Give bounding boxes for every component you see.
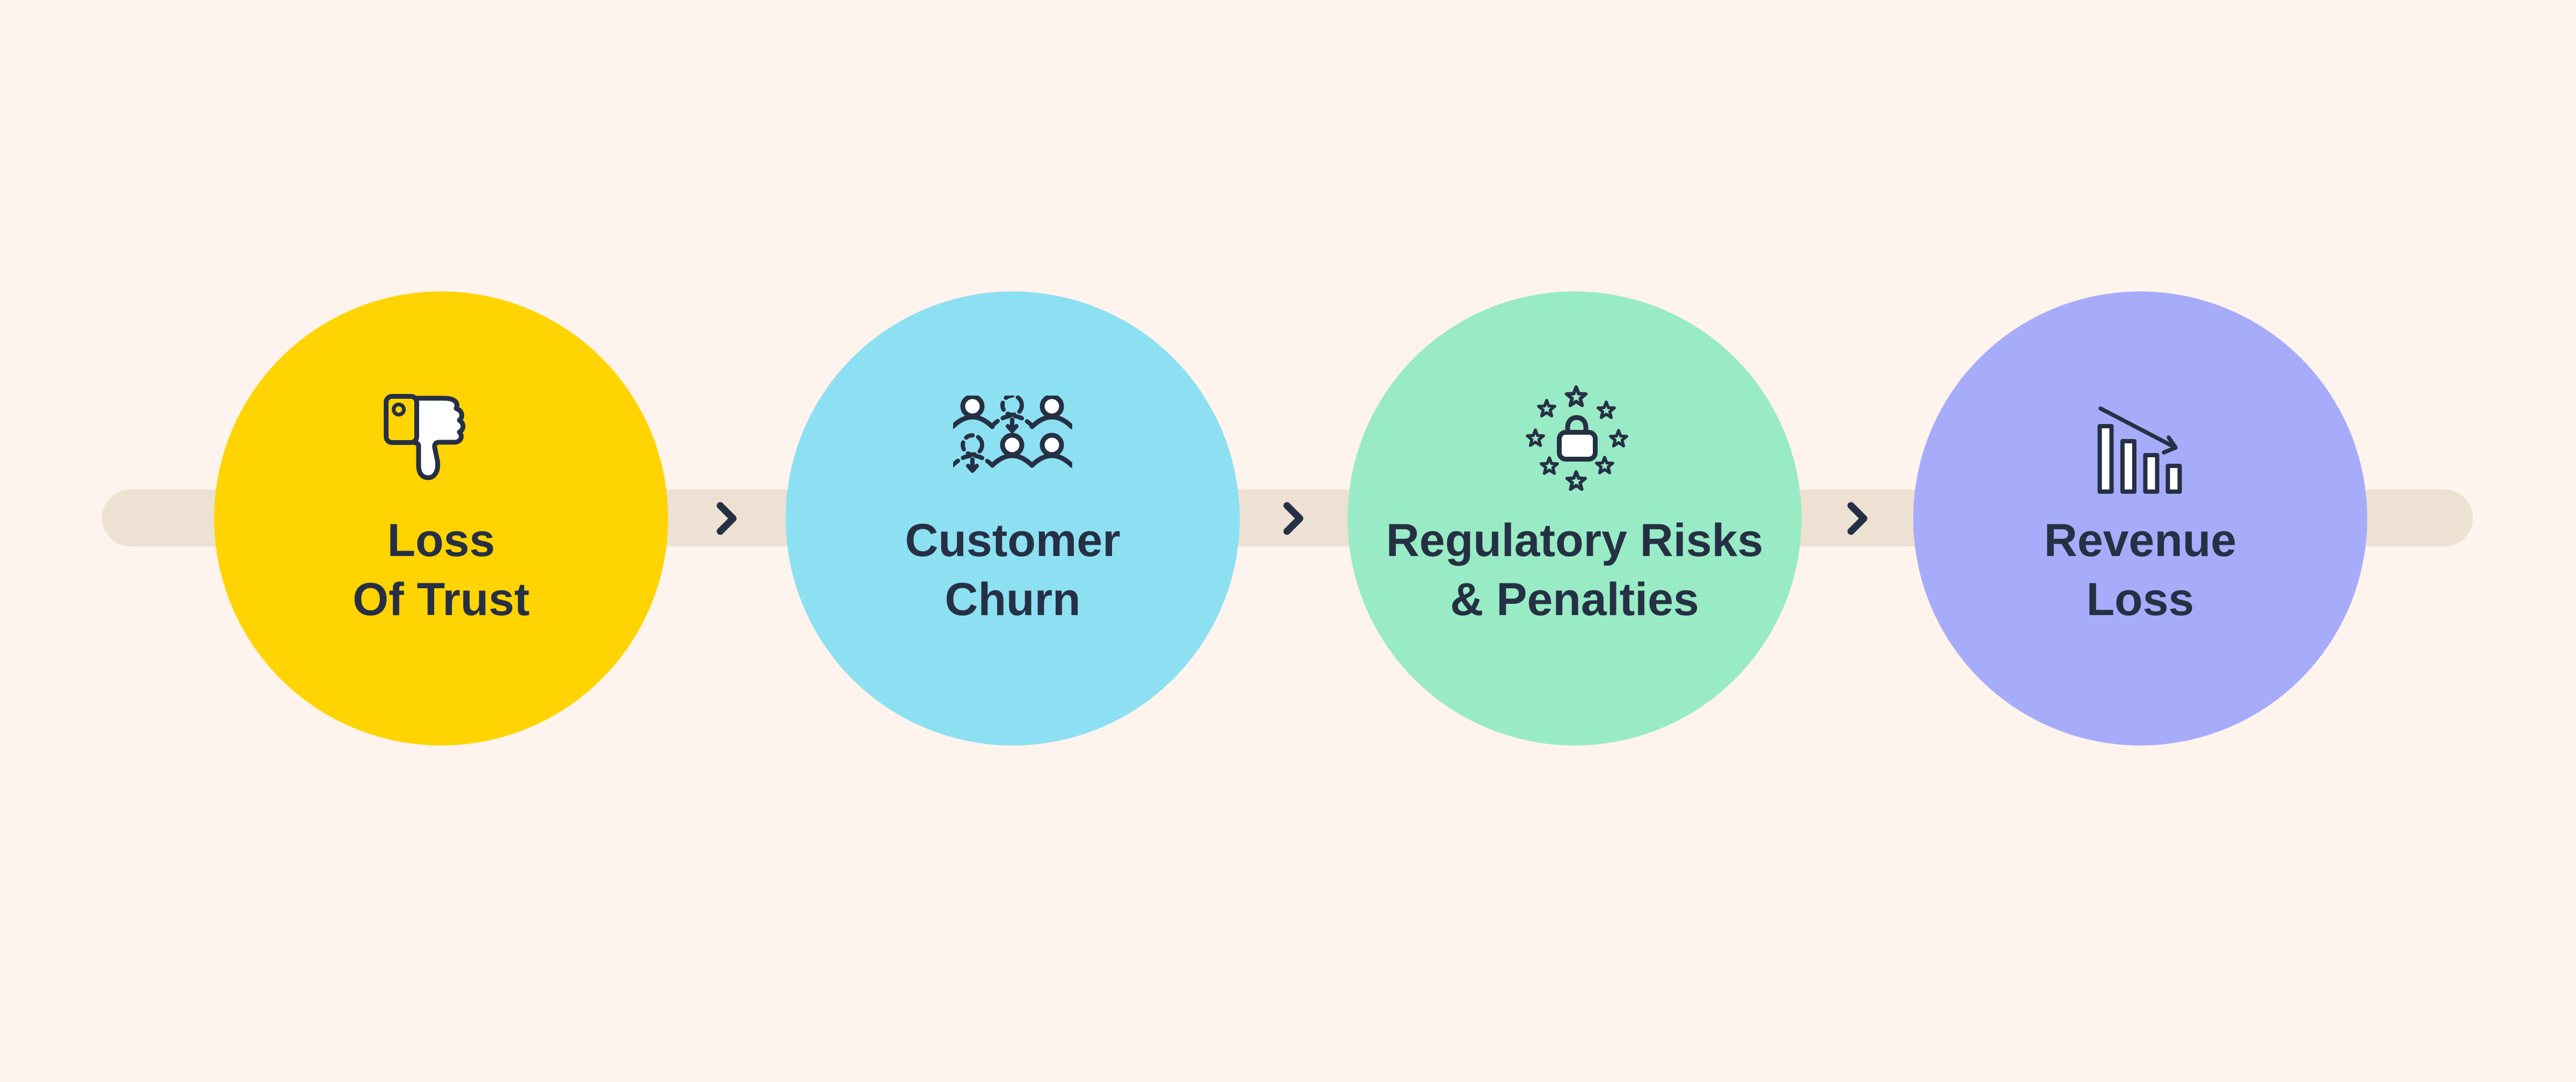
- step-label-line1: Regulatory Risks: [1386, 515, 1763, 566]
- step-label-line2: Of Trust: [353, 574, 530, 625]
- step-circle-loss-of-trust: Loss Of Trust: [214, 291, 668, 745]
- customer-churn-people-icon: [953, 396, 1072, 481]
- gdpr-lock-stars-icon: [1521, 385, 1628, 493]
- step-label-line2: Churn: [945, 574, 1081, 625]
- chevron-right-icon: [1280, 500, 1307, 537]
- step-label: Customer Churn: [786, 511, 1240, 629]
- step-circle-customer-churn: Customer Churn: [786, 291, 1240, 745]
- step-label-line1: Revenue: [2044, 515, 2237, 566]
- step-label: Loss Of Trust: [214, 511, 668, 629]
- step-label: Regulatory Risks & Penalties: [1348, 511, 1802, 629]
- chevron-right-icon: [713, 500, 740, 537]
- declining-bar-chart-icon: [2097, 406, 2183, 494]
- step-circle-regulatory-risks: Regulatory Risks & Penalties: [1348, 291, 1802, 745]
- thumbs-down-icon: [384, 394, 480, 482]
- step-label-line1: Customer: [905, 515, 1121, 566]
- step-label: Revenue Loss: [1913, 511, 2367, 629]
- step-label-line2: & Penalties: [1450, 574, 1699, 625]
- step-label-line2: Loss: [2086, 574, 2194, 625]
- chevron-right-icon: [1844, 500, 1871, 537]
- step-label-line1: Loss: [387, 515, 495, 566]
- step-circle-revenue-loss: Revenue Loss: [1913, 291, 2367, 745]
